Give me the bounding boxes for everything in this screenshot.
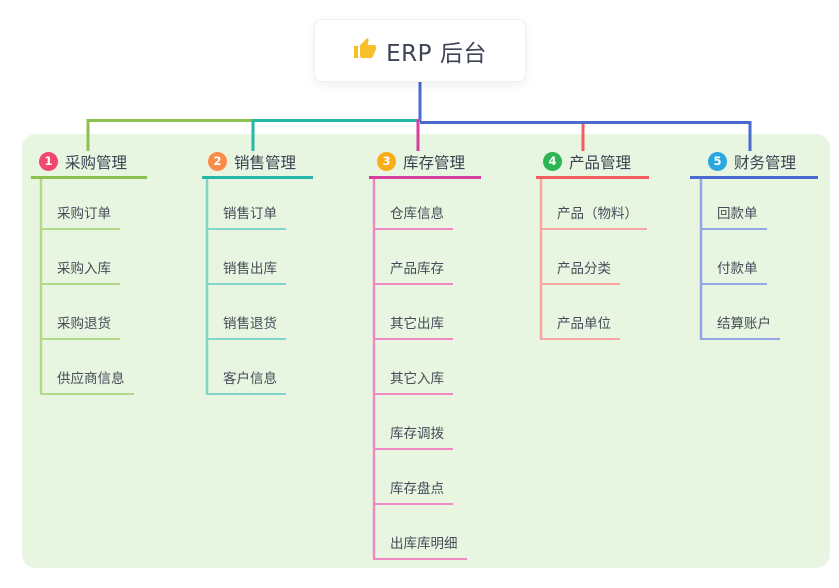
child-node[interactable]: 采购订单 (40, 196, 120, 230)
child-label: 结算账户 (717, 315, 771, 332)
child-label: 客户信息 (223, 370, 277, 387)
root-label: ERP 后台 (386, 40, 487, 67)
branch-node-1[interactable]: 1 采购管理 (31, 147, 147, 179)
child-label: 库存盘点 (390, 480, 444, 497)
child-node[interactable]: 库存调拨 (373, 416, 453, 450)
child-label: 付款单 (717, 260, 758, 277)
child-label: 产品库存 (390, 260, 444, 277)
child-label: 产品（物料） (557, 205, 638, 222)
branch-badge-2: 2 (208, 152, 227, 171)
child-label: 供应商信息 (57, 370, 125, 387)
child-label: 库存调拨 (390, 425, 444, 442)
child-node[interactable]: 库存盘点 (373, 471, 453, 505)
branch-label: 财务管理 (734, 153, 797, 172)
branch-label: 采购管理 (65, 153, 128, 172)
branch-badge-4: 4 (543, 152, 562, 171)
branch-label: 产品管理 (569, 153, 632, 172)
child-label: 采购订单 (57, 205, 111, 222)
child-node[interactable]: 销售订单 (206, 196, 286, 230)
child-label: 销售出库 (223, 260, 277, 277)
child-node[interactable]: 客户信息 (206, 361, 286, 395)
branch-node-4[interactable]: 4 产品管理 (536, 147, 649, 179)
branch-node-5[interactable]: 5 财务管理 (690, 147, 818, 179)
child-label: 销售退货 (223, 315, 277, 332)
child-node[interactable]: 供应商信息 (40, 361, 134, 395)
child-node[interactable]: 采购退货 (40, 306, 120, 340)
root-node[interactable]: ERP 后台 (314, 19, 526, 82)
branch-label: 库存管理 (403, 153, 466, 172)
child-node[interactable]: 产品（物料） (540, 196, 647, 230)
child-node[interactable]: 其它入库 (373, 361, 453, 395)
child-label: 其它入库 (390, 370, 444, 387)
branch-label: 销售管理 (234, 153, 297, 172)
child-label: 出库库明细 (390, 535, 458, 552)
child-node[interactable]: 产品库存 (373, 251, 453, 285)
child-node[interactable]: 付款单 (700, 251, 767, 285)
branch-badge-5: 5 (708, 152, 727, 171)
branch-badge-1: 1 (39, 152, 58, 171)
child-node[interactable]: 出库库明细 (373, 526, 467, 560)
branches-panel (22, 134, 830, 568)
child-node[interactable]: 销售退货 (206, 306, 286, 340)
child-label: 采购入库 (57, 260, 111, 277)
child-label: 采购退货 (57, 315, 111, 332)
child-label: 产品单位 (557, 315, 611, 332)
child-node[interactable]: 产品单位 (540, 306, 620, 340)
child-label: 产品分类 (557, 260, 611, 277)
child-node[interactable]: 结算账户 (700, 306, 780, 340)
child-node[interactable]: 其它出库 (373, 306, 453, 340)
child-node[interactable]: 采购入库 (40, 251, 120, 285)
child-node[interactable]: 回款单 (700, 196, 767, 230)
child-node[interactable]: 仓库信息 (373, 196, 453, 230)
branch-node-2[interactable]: 2 销售管理 (202, 147, 313, 179)
child-node[interactable]: 产品分类 (540, 251, 620, 285)
thumbs-up-icon (353, 37, 377, 65)
branch-node-3[interactable]: 3 库存管理 (369, 147, 481, 179)
branch-badge-3: 3 (377, 152, 396, 171)
child-label: 仓库信息 (390, 205, 444, 222)
child-label: 其它出库 (390, 315, 444, 332)
child-label: 销售订单 (223, 205, 277, 222)
child-node[interactable]: 销售出库 (206, 251, 286, 285)
child-label: 回款单 (717, 205, 758, 222)
